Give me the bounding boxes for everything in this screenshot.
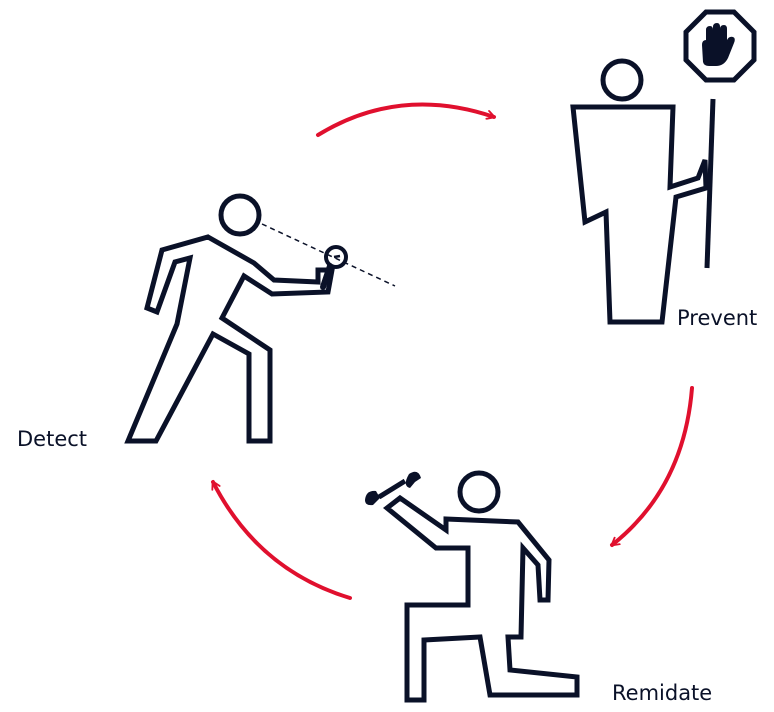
wrench-icon (365, 471, 421, 506)
hand-palm-icon (702, 23, 735, 66)
arrow-prevent-to-remidate (610, 386, 694, 547)
magnifier-icon (320, 245, 348, 290)
label-prevent: Prevent (677, 306, 757, 330)
prevent-figure-head (600, 58, 644, 102)
remidate-figure (365, 470, 580, 703)
sign-pole (704, 98, 716, 269)
cycle-arrows (211, 102, 694, 600)
detect-figure-body (124, 234, 335, 444)
prevent-figure-body (570, 104, 709, 325)
remidate-figure-body (382, 494, 580, 703)
label-detect: Detect (17, 427, 87, 451)
stop-sign-icon (683, 9, 757, 83)
detect-figure-head (218, 193, 262, 237)
prevent-figure (570, 9, 757, 325)
arrow-detect-to-prevent (316, 102, 496, 137)
detect-figure (124, 193, 396, 444)
sight-line (261, 223, 396, 287)
label-remidate: Remidate (612, 681, 712, 705)
remidate-figure-head (457, 470, 501, 514)
arrow-remidate-to-detect (211, 480, 352, 600)
